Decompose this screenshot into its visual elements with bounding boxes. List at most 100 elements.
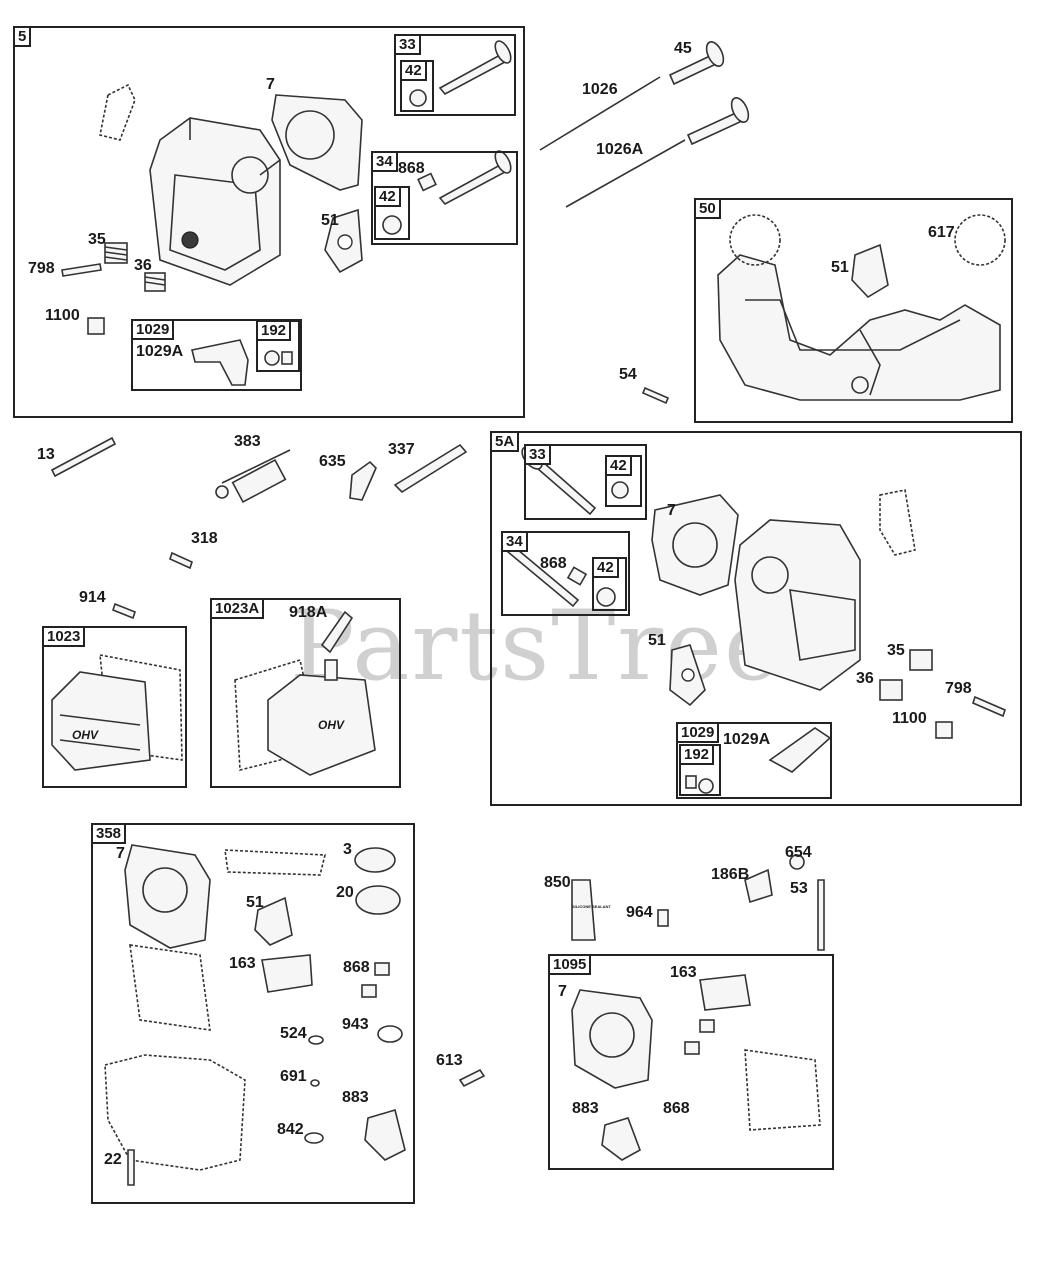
part-label-35[interactable]: 35: [88, 231, 106, 248]
part-label-1100[interactable]: 1100: [45, 307, 80, 324]
part-label-798[interactable]: 798: [28, 260, 55, 277]
part-label-163[interactable]: 163: [670, 964, 697, 981]
group-tag-1029[interactable]: 1029: [676, 722, 720, 743]
part-label-850[interactable]: 850: [544, 874, 571, 891]
group-box-358: [91, 823, 415, 1204]
part-label-883[interactable]: 883: [572, 1100, 599, 1117]
cover-logo-text: OHV: [318, 718, 345, 732]
part-label-318[interactable]: 318: [191, 530, 218, 547]
group-tag-358[interactable]: 358: [91, 823, 127, 844]
group-tag-5A[interactable]: 5A: [490, 431, 520, 452]
part-label-868[interactable]: 868: [343, 959, 370, 976]
part-label-51[interactable]: 51: [321, 212, 339, 229]
group-tag-34[interactable]: 34: [501, 531, 528, 552]
group-box-1023: [42, 626, 187, 788]
cylinder-head-icon: [149, 117, 281, 286]
part-label-186B[interactable]: 186B: [711, 866, 750, 883]
push-rod-icon: [565, 139, 686, 208]
screw-icon: [169, 551, 193, 570]
group-tag-50[interactable]: 50: [694, 198, 721, 219]
part-label-7[interactable]: 7: [667, 502, 676, 519]
part-label-35[interactable]: 35: [887, 642, 905, 659]
part-label-54[interactable]: 54: [619, 366, 637, 383]
group-tag-1023[interactable]: 1023: [42, 626, 86, 647]
group-tag-33[interactable]: 33: [524, 444, 551, 465]
part-label-7[interactable]: 7: [558, 983, 567, 1000]
part-label-868[interactable]: 868: [663, 1100, 690, 1117]
part-label-1026A[interactable]: 1026A: [596, 141, 644, 158]
group-tag-42[interactable]: 42: [605, 455, 632, 476]
part-label-798[interactable]: 798: [945, 680, 972, 697]
part-label-383[interactable]: 383: [234, 433, 261, 450]
part-label-883[interactable]: 883: [342, 1089, 369, 1106]
exhaust-gasket-icon: [669, 644, 706, 707]
part-label-1029A[interactable]: 1029A: [136, 343, 184, 360]
group-box-1029: [676, 722, 832, 799]
part-label-22[interactable]: 22: [104, 1151, 122, 1168]
gasket-icon: [744, 1049, 821, 1131]
cover-logo-text: OHV: [72, 728, 99, 742]
group-tag-1023A[interactable]: 1023A: [210, 598, 265, 619]
part-label-51[interactable]: 51: [648, 632, 666, 649]
head-gasket-icon: [651, 494, 739, 596]
part-label-7[interactable]: 7: [116, 845, 125, 862]
bolt-icon: [50, 436, 117, 478]
seal-icon: [354, 847, 396, 873]
part-label-45[interactable]: 45: [674, 40, 692, 57]
group-tag-42[interactable]: 42: [374, 186, 401, 207]
part-label-918A[interactable]: 918A: [289, 604, 328, 621]
spring-icon: [104, 242, 166, 292]
group-tag-1095[interactable]: 1095: [548, 954, 592, 975]
part-label-617[interactable]: 617: [928, 224, 955, 241]
group-box-1029: [131, 319, 302, 391]
part-label-1029A[interactable]: 1029A: [723, 731, 771, 748]
group-tag-192[interactable]: 192: [679, 744, 715, 765]
part-label-7[interactable]: 7: [266, 76, 275, 93]
group-tag-42[interactable]: 42: [400, 60, 427, 81]
part-label-36[interactable]: 36: [856, 670, 874, 687]
part-label-51[interactable]: 51: [831, 259, 849, 276]
part-label-943[interactable]: 943: [342, 1016, 369, 1033]
tube-label-text: SILICONE SEALANT: [572, 904, 611, 909]
clip-icon: [87, 317, 105, 335]
group-box-1095: [548, 954, 834, 1170]
bolt-icon: [972, 695, 1006, 718]
screw-icon: [281, 351, 293, 365]
part-label-691[interactable]: 691: [280, 1068, 307, 1085]
group-tag-1029[interactable]: 1029: [131, 319, 175, 340]
part-label-868[interactable]: 868: [398, 160, 425, 177]
part-label-842[interactable]: 842: [277, 1121, 304, 1138]
part-label-868[interactable]: 868: [540, 555, 567, 572]
o-ring-icon: [304, 1132, 324, 1144]
part-label-20[interactable]: 20: [336, 884, 354, 901]
part-label-337[interactable]: 337: [388, 441, 415, 458]
part-label-914[interactable]: 914: [79, 589, 106, 606]
part-label-163[interactable]: 163: [229, 955, 256, 972]
head-gasket-icon: [571, 989, 653, 1089]
head-gasket-icon: [124, 844, 211, 949]
group-tag-5[interactable]: 5: [13, 26, 32, 47]
part-label-1100[interactable]: 1100: [892, 710, 927, 727]
part-label-524[interactable]: 524: [280, 1025, 307, 1042]
rocker-arm-icon: [191, 339, 249, 386]
o-ring-icon: [310, 1079, 320, 1087]
gasket-icon: [129, 944, 211, 1031]
part-label-613[interactable]: 613: [436, 1052, 463, 1069]
part-label-1026[interactable]: 1026: [582, 81, 618, 98]
part-label-635[interactable]: 635: [319, 453, 346, 470]
group-tag-33[interactable]: 33: [394, 34, 421, 55]
part-label-36[interactable]: 36: [134, 257, 152, 274]
seal-icon: [699, 1019, 715, 1033]
bolt-icon: [641, 386, 670, 405]
part-label-964[interactable]: 964: [626, 904, 653, 921]
gasket-icon: [254, 896, 293, 946]
part-label-51[interactable]: 51: [246, 894, 264, 911]
group-box-5A: [490, 431, 1022, 806]
group-tag-192[interactable]: 192: [256, 320, 292, 341]
group-tag-42[interactable]: 42: [592, 557, 619, 578]
part-label-3[interactable]: 3: [343, 841, 352, 858]
part-label-53[interactable]: 53: [790, 880, 808, 897]
part-label-654[interactable]: 654: [785, 844, 812, 861]
part-label-13[interactable]: 13: [37, 446, 55, 463]
group-tag-34[interactable]: 34: [371, 151, 398, 172]
